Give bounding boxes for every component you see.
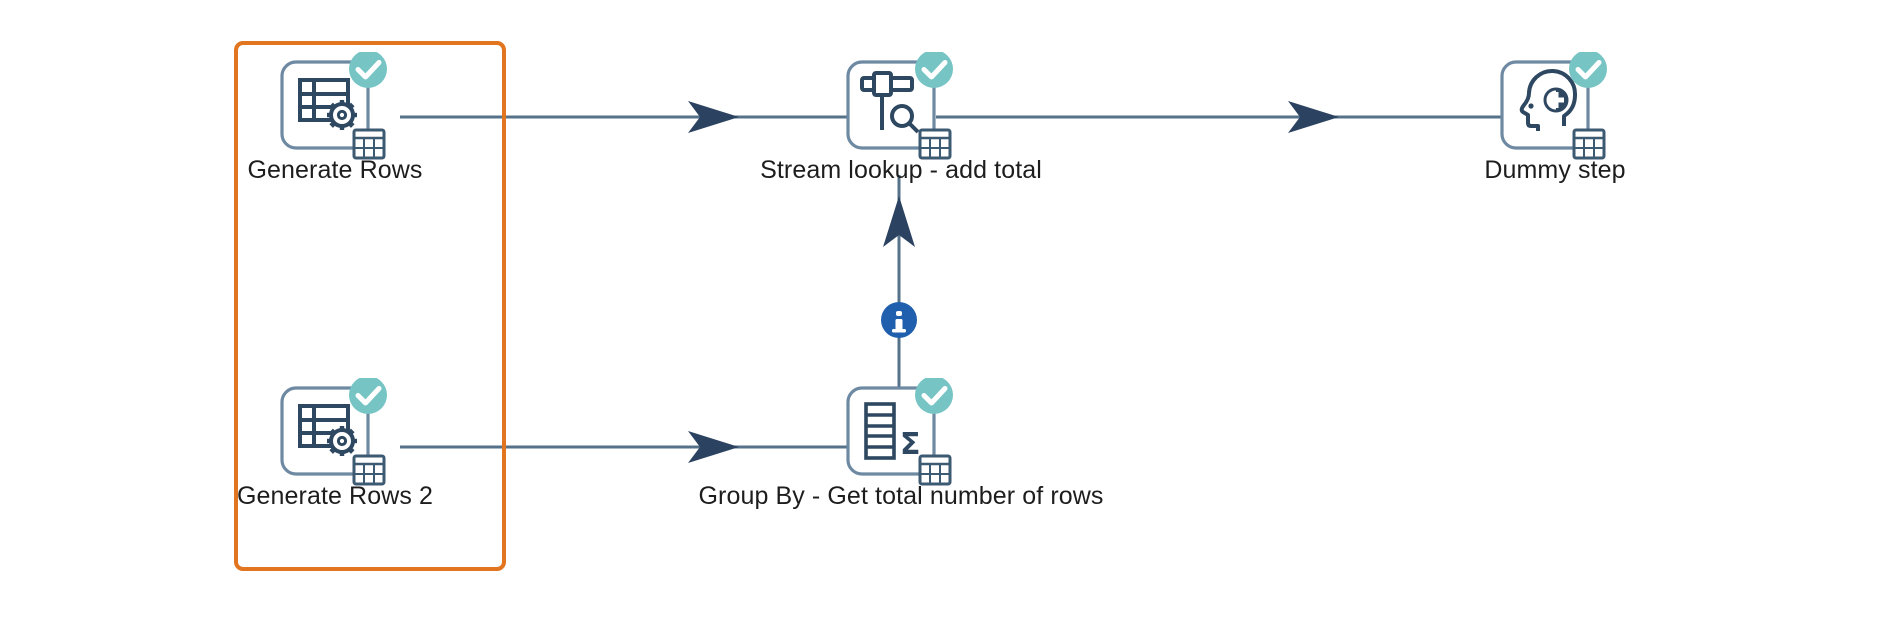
dummy-step-icon [1519,68,1578,131]
group-by-sum-icon [864,402,896,460]
step-node-generate-rows-2[interactable]: Generate Rows 2 [237,376,433,510]
grid-preview-icon [352,128,386,160]
node-label-generate-rows-2: Generate Rows 2 [236,482,434,510]
check-circle-icon [1569,50,1607,88]
sigma-icon: Σ [900,427,921,462]
hop-stream-lookup-to-dummy-step[interactable] [936,101,1558,133]
brain-core-icon [1543,87,1569,113]
step-node-generate-rows[interactable]: Generate Rows [248,50,422,184]
step-node-group-by-get-total-number-of-rows[interactable]: Σ Group By - Get total number of rows [698,376,1103,510]
node-label-group-by-get-total-number-of-rows: Group By - Get total number of rows [698,482,1104,510]
magnifier-icon [890,104,920,134]
check-circle-icon [349,376,387,414]
check-circle-icon [915,50,953,88]
grid-preview-icon [352,454,386,486]
selection-rectangle[interactable] [234,41,506,571]
check-circle-icon [915,376,953,414]
gear-icon [327,426,357,456]
step-node-dummy-step[interactable]: Dummy step [1484,50,1626,184]
node-label-stream-lookup-add-total: Stream lookup - add total [760,156,1042,184]
node-label-generate-rows: Generate Rows [247,156,423,184]
step-node-stream-lookup-add-total[interactable]: Stream lookup - add total [760,50,1042,184]
grid-preview-icon [1572,128,1606,160]
node-frame [846,386,936,476]
node-label-dummy-step: Dummy step [1484,156,1626,184]
eye-dot-icon [1528,103,1534,109]
hop-group-by-to-stream-lookup[interactable] [883,175,915,400]
info-icon[interactable] [881,302,917,338]
check-circle-icon [349,50,387,88]
grid-preview-icon [918,128,952,160]
hop-generate-rows-2-to-group-by[interactable] [400,431,868,463]
gear-icon [327,100,357,130]
grid-preview-icon [918,454,952,486]
hop-generate-rows-to-stream-lookup[interactable] [400,101,868,133]
stream-lookup-icon [860,71,914,130]
